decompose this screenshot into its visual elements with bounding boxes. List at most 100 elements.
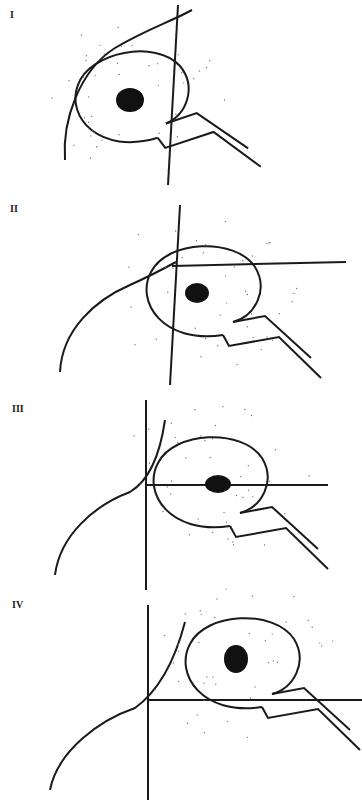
stipple-dot xyxy=(272,340,273,341)
stipple-dot xyxy=(225,275,226,276)
stipple-dot xyxy=(261,349,262,350)
stipple-dot xyxy=(118,134,119,135)
stipple-dot xyxy=(183,82,184,83)
stipple-dot xyxy=(252,255,253,256)
stipple-dot xyxy=(248,465,249,466)
reference-line xyxy=(172,262,346,266)
stipple-dot xyxy=(94,75,95,76)
stipple-dot xyxy=(199,70,200,71)
stipple-dot xyxy=(268,662,269,663)
stipple-dot xyxy=(332,640,333,641)
stipple-dot xyxy=(178,681,179,682)
stipple-dot xyxy=(250,697,251,698)
stipple-dot xyxy=(172,268,173,269)
stipple-dot xyxy=(206,676,207,677)
stipple-dot xyxy=(90,135,91,136)
stipple-dot xyxy=(242,497,243,498)
stipple-dot xyxy=(86,55,87,56)
stipple-dot xyxy=(88,96,89,97)
stipple-dot xyxy=(236,495,237,496)
panel-four xyxy=(50,605,362,800)
stipple-dot xyxy=(196,240,197,241)
stipple-dot xyxy=(121,46,122,47)
eye-figure xyxy=(154,437,328,569)
stipple-dot xyxy=(203,252,204,253)
stipple-dot xyxy=(81,34,82,35)
stipple-dot xyxy=(185,457,186,458)
stipple-dot xyxy=(266,243,267,244)
stipple-dot xyxy=(118,74,119,75)
reference-line xyxy=(148,699,362,701)
stipple-dot xyxy=(293,596,294,597)
stipple-dot xyxy=(200,614,201,615)
stipple-dot xyxy=(212,676,213,677)
stipple-dot xyxy=(175,437,176,438)
stipple-dot xyxy=(252,496,253,497)
stipple-dot xyxy=(194,409,195,410)
profile-curve xyxy=(50,622,185,790)
stipple-dot xyxy=(203,682,204,683)
stipple-dot xyxy=(308,475,309,476)
stipple-dot xyxy=(157,63,158,64)
reference-line xyxy=(146,484,328,486)
stipple-dot xyxy=(240,476,241,477)
stipple-dot xyxy=(269,480,270,481)
stipple-dot xyxy=(90,157,91,158)
pupil-dot xyxy=(224,645,248,673)
stipple-dot xyxy=(270,242,271,243)
stipple-dot xyxy=(233,544,234,545)
stipple-dot xyxy=(224,99,225,100)
panel-numeral: III xyxy=(12,404,24,414)
stipple-dot xyxy=(244,409,245,410)
pupil-dot xyxy=(185,283,209,303)
stipple-dot xyxy=(285,621,286,622)
pupil-dot xyxy=(116,88,144,112)
stipple-dot xyxy=(204,732,205,733)
stipple-dot xyxy=(308,620,309,621)
stipple-dot xyxy=(138,234,139,235)
stipple-dot xyxy=(170,423,171,424)
stipple-dot xyxy=(166,486,167,487)
stipple-dot xyxy=(196,714,197,715)
stipple-dot xyxy=(198,642,199,643)
pupil-dot xyxy=(205,475,231,493)
stipple-dot xyxy=(173,662,174,663)
stipple-dot xyxy=(266,336,267,337)
stipple-dot xyxy=(178,650,179,651)
stipple-dot xyxy=(248,490,249,491)
stipple-dot xyxy=(175,113,176,114)
stipple-dot xyxy=(226,302,227,303)
stipple-dot xyxy=(214,617,215,618)
stipple-dot xyxy=(104,53,105,54)
stipple-dot xyxy=(165,267,166,268)
stipple-dot xyxy=(242,260,243,261)
stipple-dot xyxy=(225,588,226,589)
stipple-dot xyxy=(200,610,201,611)
stipple-dot xyxy=(170,493,171,494)
stipple-dot xyxy=(195,328,196,329)
stipple-dot xyxy=(164,635,165,636)
stipple-dot xyxy=(264,544,265,545)
stipple-dot xyxy=(205,244,206,245)
stipple-dot xyxy=(162,511,163,512)
stipple-dot xyxy=(265,640,266,641)
reference-line xyxy=(168,5,178,185)
stipple-dot xyxy=(254,686,255,687)
stipple-dot xyxy=(85,60,86,61)
stipple-dot xyxy=(130,307,131,308)
stipple-dot xyxy=(222,406,223,407)
reference-line xyxy=(147,605,149,800)
stipple-dot xyxy=(204,699,205,700)
stipple-dot xyxy=(223,512,224,513)
stipple-dot xyxy=(284,513,285,514)
stipple-dot xyxy=(277,662,278,663)
panel-numeral: IV xyxy=(12,600,23,610)
stipple-dot xyxy=(193,78,194,79)
stipple-dot xyxy=(175,230,176,231)
stipple-dot xyxy=(247,294,248,295)
stipple-dot xyxy=(181,257,182,258)
stipple-dot xyxy=(253,337,254,338)
stipple-dot xyxy=(232,541,233,542)
stipple-dot xyxy=(83,77,84,78)
